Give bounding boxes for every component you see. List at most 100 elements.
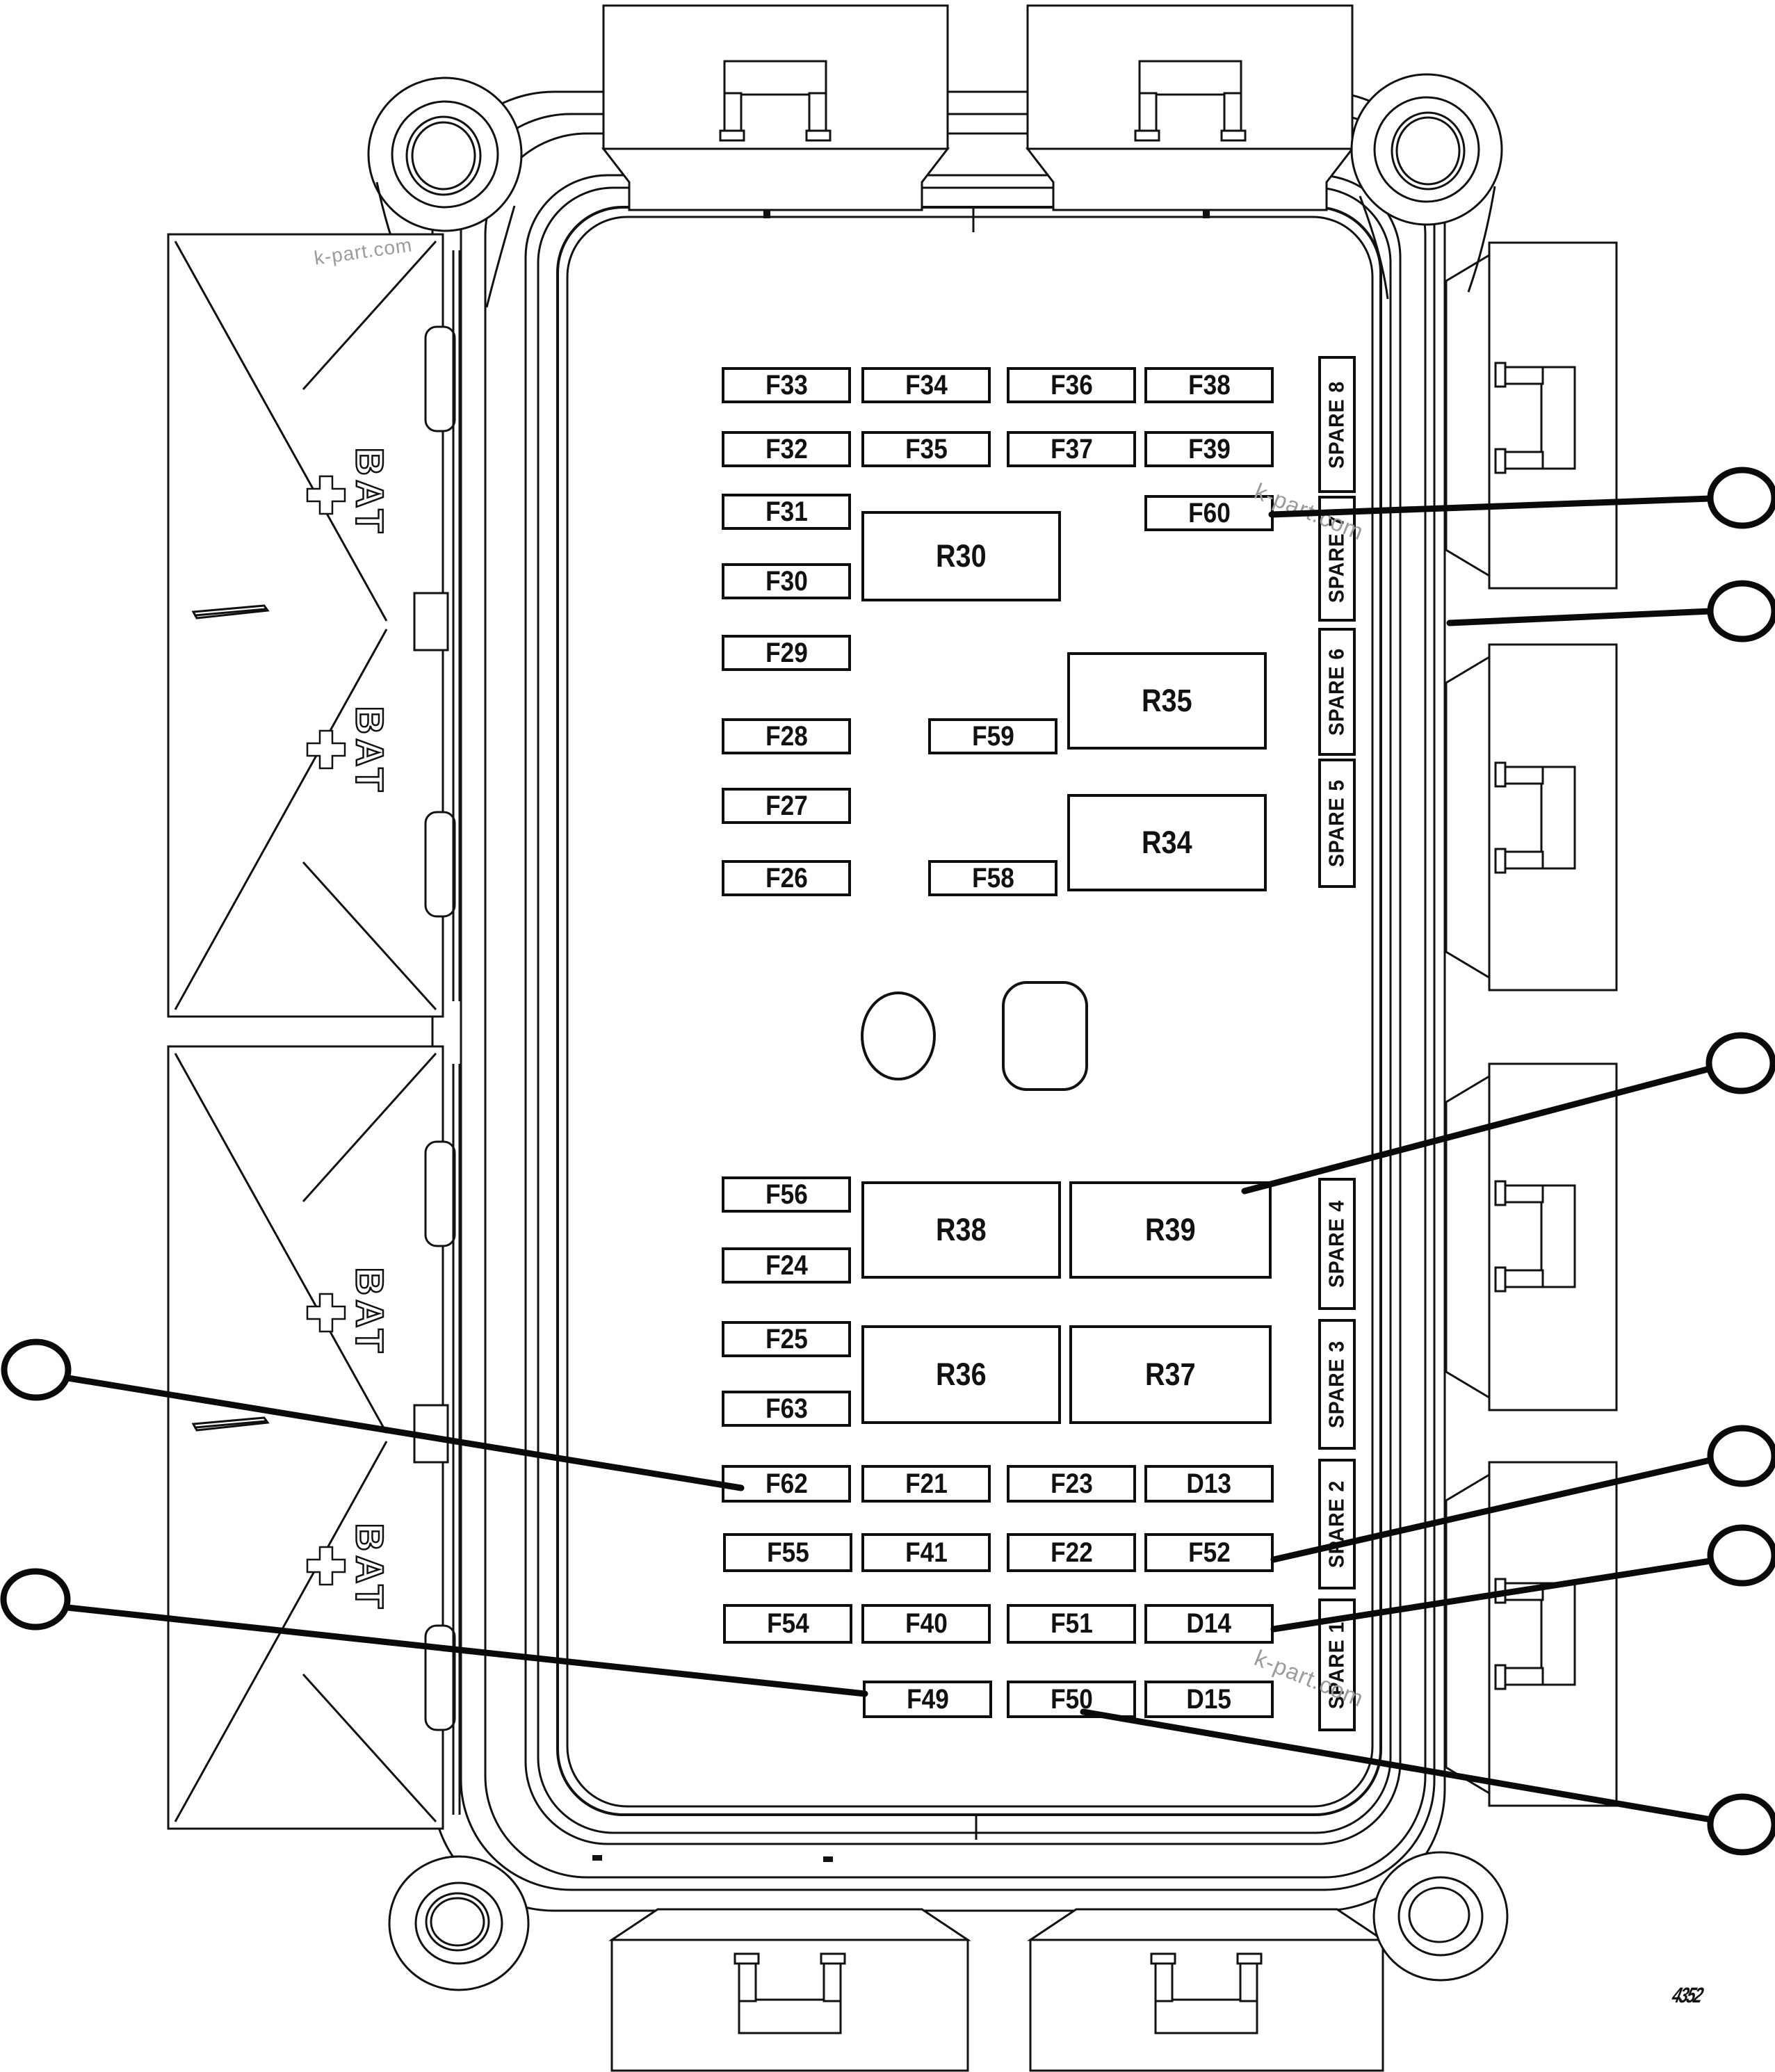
spare-slot-label: SPARE 2	[1324, 1480, 1350, 1569]
spare-slot-spare-3: SPARE 3	[1318, 1319, 1356, 1450]
fuse-box-label: F56	[765, 1179, 808, 1210]
fuse-box-f27: F27	[722, 788, 851, 824]
relay-box-r30: R30	[861, 511, 1061, 601]
fuse-box-f62: F62	[722, 1465, 851, 1503]
fuse-box-label: F26	[765, 862, 808, 893]
spare-slot-label: SPARE 3	[1324, 1340, 1350, 1429]
fuse-box-f26: F26	[722, 860, 851, 896]
relay-box-r36: R36	[861, 1325, 1061, 1424]
spare-slot-label: SPARE 6	[1324, 647, 1350, 736]
fuse-box-f34: F34	[861, 367, 991, 403]
relay-box-r37: R37	[1069, 1325, 1272, 1424]
fuse-box-label: F52	[1188, 1537, 1231, 1568]
spare-slot-spare-1: SPARE 1	[1318, 1598, 1356, 1731]
fuse-box-label: F29	[765, 637, 808, 668]
fuse-box-label: F25	[765, 1323, 808, 1354]
spare-slot-spare-4: SPARE 4	[1318, 1178, 1356, 1310]
fuse-box-f32: F32	[722, 431, 851, 467]
fuse-box-f49: F49	[863, 1681, 992, 1718]
fuse-box-label: F51	[1050, 1608, 1093, 1639]
relay-box-label: R36	[936, 1357, 987, 1392]
fuse-box-label: F60	[1188, 497, 1231, 528]
fuse-box-f50: F50	[1007, 1681, 1136, 1718]
fuse-box-f23: F23	[1007, 1465, 1136, 1503]
fuse-box-label: F35	[905, 433, 948, 464]
relay-box-label: R30	[936, 538, 987, 574]
fuse-box-d14: D14	[1144, 1604, 1274, 1644]
fuse-box-label: F63	[765, 1393, 808, 1424]
spare-slot-label: SPARE 4	[1324, 1199, 1350, 1288]
fuse-box-f21: F21	[861, 1465, 991, 1503]
fuse-box-f29: F29	[722, 635, 851, 671]
fuse-box-label: D14	[1186, 1608, 1232, 1639]
fuse-box-label: F50	[1050, 1683, 1093, 1715]
fuse-box-label: F54	[766, 1608, 809, 1639]
spare-slot-spare-2: SPARE 2	[1318, 1459, 1356, 1589]
fuse-box-label: F62	[765, 1468, 808, 1499]
fuse-box-f36: F36	[1007, 367, 1136, 403]
fuse-box-label: F31	[765, 496, 808, 527]
fuse-box-d13: D13	[1144, 1465, 1274, 1503]
fuse-box-label: F40	[905, 1608, 948, 1639]
fuse-box-f24: F24	[722, 1247, 851, 1284]
relay-box-r35: R35	[1067, 652, 1267, 750]
fuse-box-f33: F33	[722, 367, 851, 403]
spare-slot-spare-8: SPARE 8	[1318, 356, 1356, 493]
fuse-box-label: F23	[1050, 1468, 1093, 1499]
fuse-box-label: F41	[905, 1537, 948, 1568]
relay-box-label: R35	[1142, 683, 1192, 718]
fuse-box-label: F37	[1050, 433, 1093, 464]
fuse-box-f55: F55	[723, 1533, 852, 1572]
fuse-box-f28: F28	[722, 718, 851, 754]
fuse-box-label: F24	[765, 1249, 808, 1281]
fuse-box-label: F34	[905, 369, 948, 400]
relay-box-label: R38	[936, 1212, 987, 1247]
fuse-box-label: F36	[1050, 369, 1093, 400]
fuse-box-label: F22	[1050, 1537, 1093, 1568]
fuse-box-label: F21	[905, 1468, 948, 1499]
fuse-box-f22: F22	[1007, 1533, 1136, 1572]
fuse-box-f35: F35	[861, 431, 991, 467]
fuse-box-f37: F37	[1007, 431, 1136, 467]
relay-box-r38: R38	[861, 1181, 1061, 1279]
fuse-box-f58: F58	[928, 860, 1057, 896]
spare-slot-label: SPARE 5	[1324, 779, 1350, 868]
fuse-box-f59: F59	[928, 718, 1057, 754]
fuse-box-f31: F31	[722, 494, 851, 530]
fuse-box-f39: F39	[1144, 431, 1274, 467]
fuse-box-f63: F63	[722, 1391, 851, 1427]
fuse-box-f25: F25	[722, 1321, 851, 1357]
fuse-box-label: F49	[906, 1683, 949, 1715]
spare-slot-spare-6: SPARE 6	[1318, 628, 1356, 756]
fuse-box-label: D13	[1186, 1468, 1232, 1499]
fuse-box-f51: F51	[1007, 1604, 1136, 1644]
fuse-box-f52: F52	[1144, 1533, 1274, 1572]
fuse-box-label: D15	[1186, 1683, 1232, 1715]
fuse-box-label: F33	[765, 369, 808, 400]
relay-box-r39: R39	[1069, 1181, 1272, 1279]
fuse-box-label: F32	[765, 433, 808, 464]
fuse-box-f41: F41	[861, 1533, 991, 1572]
watermark-1: k-part.com	[312, 234, 414, 269]
fuse-box-label: F55	[766, 1537, 809, 1568]
fuse-box-label: F28	[765, 720, 808, 752]
fuse-box-f38: F38	[1144, 367, 1274, 403]
fuse-box-label: F38	[1188, 369, 1231, 400]
fuse-box-label: F59	[971, 720, 1014, 752]
relay-box-label: R34	[1142, 825, 1192, 860]
fuse-box-f40: F40	[861, 1604, 991, 1644]
fuse-box-f30: F30	[722, 563, 851, 599]
relay-box-label: R37	[1145, 1357, 1196, 1392]
spare-slot-spare-5: SPARE 5	[1318, 759, 1356, 888]
relay-box-r34: R34	[1067, 794, 1267, 891]
spare-slot-label: SPARE 8	[1324, 380, 1350, 469]
fuse-box-label: F39	[1188, 433, 1231, 464]
fuse-box-f56: F56	[722, 1176, 851, 1213]
fuse-box-f54: F54	[723, 1604, 852, 1644]
fuse-box-label: F30	[765, 565, 808, 597]
relay-box-label: R39	[1145, 1212, 1196, 1247]
fuse-box-d15: D15	[1144, 1681, 1274, 1718]
fuse-box-label: F27	[765, 790, 808, 821]
